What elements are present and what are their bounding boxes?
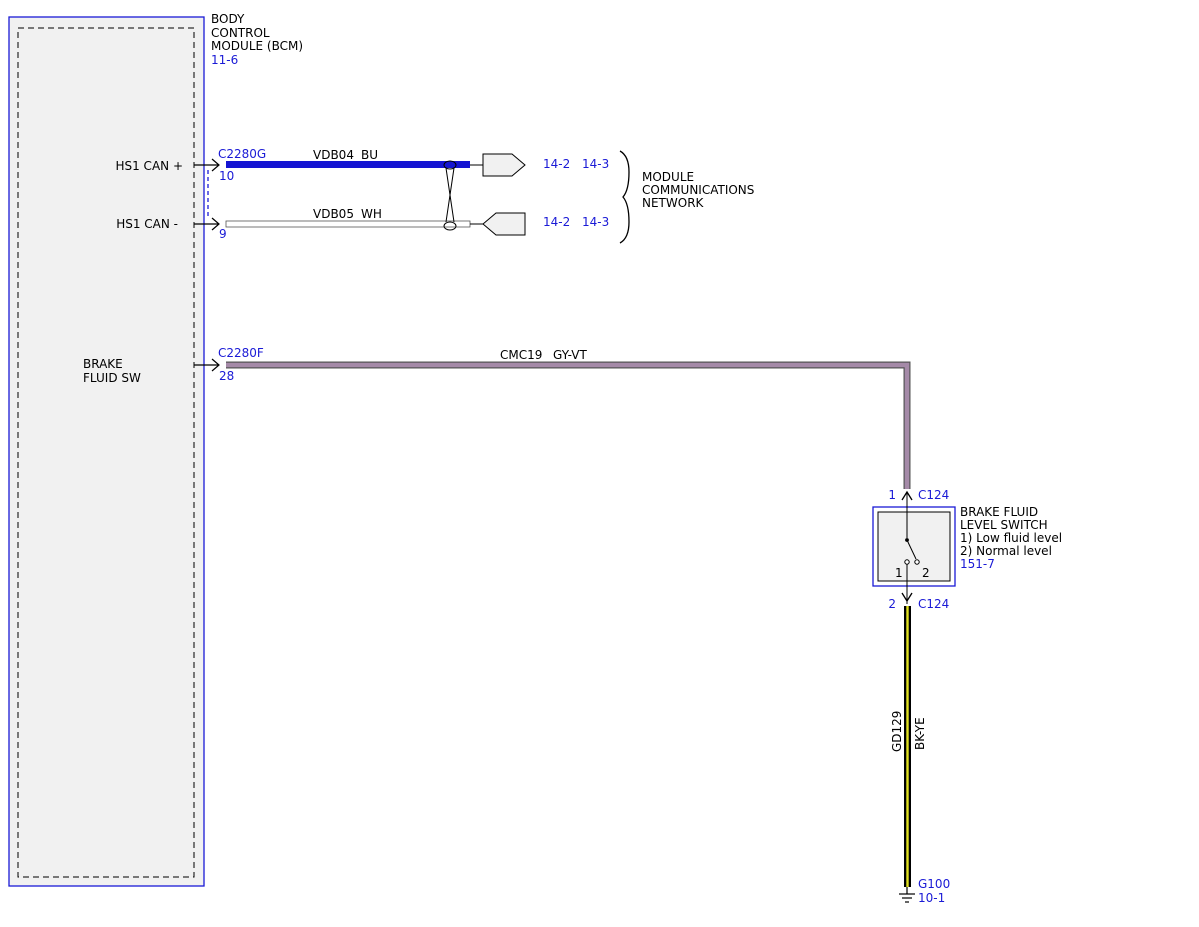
pin-label-brake-1: BRAKE — [83, 357, 123, 371]
pin-arrow-9 — [194, 217, 220, 231]
pin-label-brake-2: FLUID SW — [83, 371, 141, 385]
switch-outline[interactable] — [872, 506, 956, 587]
c124-bottom-pin-number: 2 — [888, 597, 896, 611]
switch-body — [877, 511, 951, 582]
switch-ref-link[interactable]: 151-7 — [960, 557, 995, 571]
ground-icon — [899, 887, 915, 903]
network-ref-upper-2[interactable]: 14-3 — [582, 157, 609, 171]
switch-position-1: 1 — [895, 566, 903, 580]
switch-title-1: BRAKE FLUID — [960, 505, 1038, 519]
wire-cmc19-outline — [226, 361, 911, 489]
network-ref-lower-1[interactable]: 14-2 — [543, 215, 570, 229]
network-ref-upper-1[interactable]: 14-2 — [543, 157, 570, 171]
network-brace — [619, 150, 630, 244]
switch-desc-1: 1) Low fluid level — [960, 531, 1062, 545]
pin-number-28: 28 — [219, 369, 234, 383]
pin-number-9: 9 — [219, 227, 227, 241]
connector-c2280f-link[interactable]: C2280F — [218, 346, 264, 360]
bcm-module-inner — [17, 27, 195, 878]
bcm-title-1: BODY — [211, 12, 245, 26]
wire-cmc19-circuit: CMC19 — [500, 348, 542, 362]
wire-vdb05-color: WH — [361, 207, 382, 221]
connector-c124-bottom-link[interactable]: C124 — [918, 597, 949, 611]
wire-vdb05-circuit: VDB05 — [313, 207, 354, 221]
switch-desc-2: 2) Normal level — [960, 544, 1052, 558]
wire-vdb04-circuit: VDB04 — [313, 148, 354, 162]
wire-vdb04[interactable] — [226, 161, 470, 168]
bcm-title-3: MODULE (BCM) — [211, 39, 303, 53]
wire-gd129-color: BK-YE — [913, 717, 927, 750]
wire-vdb05[interactable] — [225, 220, 471, 228]
switch-position-2: 2 — [922, 566, 930, 580]
connector-c2280g-link[interactable]: C2280G — [218, 147, 266, 161]
pin-label-hs1-can-minus: HS1 CAN - — [116, 217, 178, 231]
switch-title-2: LEVEL SWITCH — [960, 518, 1048, 532]
wire-cmc19-color: GY-VT — [553, 348, 587, 362]
twisted-pair-symbol — [443, 160, 457, 231]
network-label-1: MODULE — [642, 170, 694, 184]
network-arrow-lower[interactable] — [482, 212, 526, 236]
ground-ref-link[interactable]: 10-1 — [918, 891, 945, 905]
bcm-module-outline — [8, 16, 205, 887]
pin-number-10: 10 — [219, 169, 234, 183]
connector-c124-top-link[interactable]: C124 — [918, 488, 949, 502]
c124-top-pin-number: 1 — [888, 488, 896, 502]
ground-g100-link[interactable]: G100 — [918, 877, 950, 891]
c124-bottom-arrow — [901, 592, 913, 603]
wire-gd129-tracer — [906, 606, 909, 887]
bcm-ref-link[interactable]: 11-6 — [211, 53, 238, 67]
switch-contact-symbol — [904, 492, 920, 604]
wire-cmc19[interactable] — [226, 362, 910, 489]
wire-vdb04-color: BU — [361, 148, 378, 162]
network-label-2: COMMUNICATIONS — [642, 183, 754, 197]
pin-arrow-28 — [194, 358, 220, 372]
bcm-title-2: CONTROL — [211, 26, 270, 40]
pin-arrow-10 — [194, 158, 220, 172]
wire-gd129-circuit: GD129 — [890, 711, 904, 752]
pin-label-hs1-can-plus: HS1 CAN + — [115, 159, 183, 173]
network-ref-lower-2[interactable]: 14-3 — [582, 215, 609, 229]
network-label-3: NETWORK — [642, 196, 705, 210]
network-arrow-upper[interactable] — [482, 153, 526, 177]
